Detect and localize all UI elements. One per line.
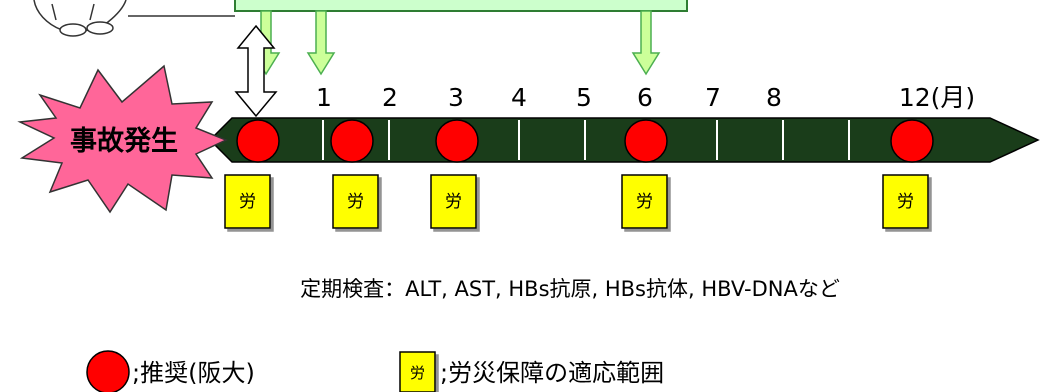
rosai-char: 労 (347, 192, 364, 212)
legend-dot-icon (86, 350, 130, 392)
month-label-7: 7 (705, 83, 721, 112)
month-label-2: 2 (382, 83, 398, 112)
recommended-dot-12 (890, 119, 934, 163)
rosai-char: 労 (445, 192, 462, 212)
green-recommendation-box (234, 0, 688, 12)
accident-label: 事故発生 (70, 126, 178, 157)
rosai-box-3: 労 (430, 174, 477, 229)
rosai-box-6: 労 (621, 174, 668, 229)
recommended-dot-3 (435, 119, 479, 163)
month-label-4: 4 (511, 83, 527, 112)
green-arrow-2 (306, 10, 336, 76)
rosai-box-0: 労 (224, 174, 271, 229)
cartoon-figure-icon (33, 0, 127, 37)
accident-burst: 事故発生 (17, 64, 228, 214)
month-label-6: 6 (637, 83, 653, 112)
legend: ;推奨(阪大) 労 ;労災保障の適応範囲 (86, 350, 664, 392)
rosai-box-1: 労 (332, 174, 379, 229)
recommended-dot-0 (236, 119, 280, 163)
month-label-1: 1 (316, 83, 332, 112)
rosai-char: 労 (636, 192, 653, 212)
month-label-12: 12(月) (899, 83, 975, 112)
legend-rosai-char: 労 (410, 364, 425, 382)
test-caption: 定期検査：ALT, AST, HBs抗原, HBs抗体, HBV-DNAなど (300, 277, 840, 301)
month-label-8: 8 (766, 83, 782, 112)
green-arrow-3 (631, 10, 661, 76)
recommended-dot-6 (624, 119, 668, 163)
recommended-dot-1 (330, 119, 374, 163)
month-label-5: 5 (576, 83, 592, 112)
legend-rosai-box (399, 351, 436, 392)
rosai-box-12: 労 (882, 174, 929, 229)
legend-recommended-label: ;推奨(阪大) (132, 359, 255, 387)
rosai-char: 労 (239, 192, 256, 212)
legend-rosai-label: ;労災保障の適応範囲 (440, 359, 664, 387)
month-label-3: 3 (448, 83, 464, 112)
rosai-char: 労 (897, 192, 914, 212)
double-arrow-icon (234, 24, 278, 118)
